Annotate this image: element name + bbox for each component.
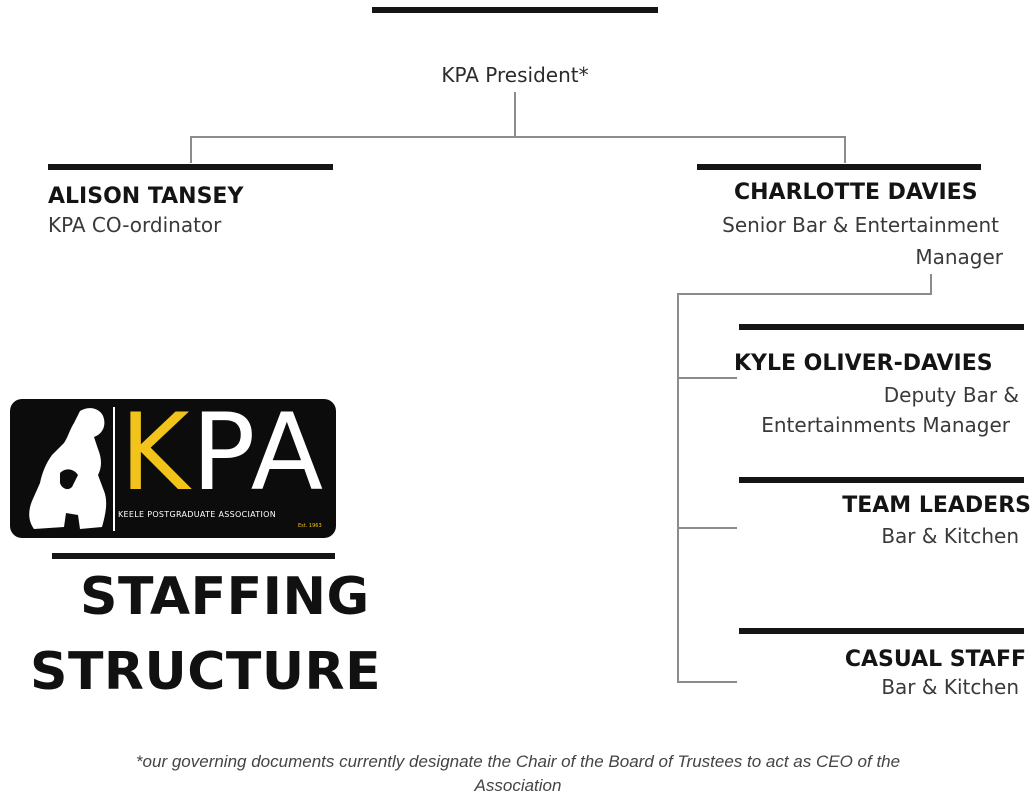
connector-left-down bbox=[190, 136, 192, 163]
right-node-role-line1: Senior Bar & Entertainment bbox=[722, 213, 999, 237]
connector-charlotte-down bbox=[930, 274, 932, 295]
left-node-name: ALISON TANSEY bbox=[48, 184, 244, 209]
right-node-name: CHARLOTTE DAVIES bbox=[734, 180, 978, 205]
connector-right-down bbox=[844, 136, 846, 163]
team-leaders-bar bbox=[739, 477, 1024, 483]
footnote-line2: Association bbox=[474, 776, 562, 795]
logo-letter-k: K bbox=[120, 399, 192, 514]
connector-sub-vertical bbox=[677, 293, 679, 683]
thinker-statue-icon bbox=[29, 408, 107, 529]
kyle-role-line1: Deputy Bar & bbox=[883, 383, 1019, 407]
kpa-logo: KPA KEELE POSTGRADUATE ASSOCIATION Est. … bbox=[10, 399, 336, 538]
connector-sub-horizontal bbox=[677, 293, 932, 295]
logo-tagline: KEELE POSTGRADUATE ASSOCIATION bbox=[118, 510, 277, 519]
heading-structure: STRUCTURE bbox=[30, 642, 382, 702]
connector-team-leaders bbox=[677, 527, 737, 529]
logo-letters-pa: PA bbox=[191, 399, 326, 514]
logo-letters: KPA bbox=[120, 399, 325, 513]
casual-staff-bar bbox=[739, 628, 1024, 634]
connector-casual-staff bbox=[677, 681, 737, 683]
heading-bar bbox=[52, 553, 335, 559]
right-node-role-line2: Manager bbox=[915, 245, 1003, 269]
footnote: *our governing documents currently desig… bbox=[0, 750, 1036, 798]
left-node-role: KPA CO-ordinator bbox=[48, 213, 222, 237]
footnote-line1: *our governing documents currently desig… bbox=[135, 752, 901, 771]
kyle-role-line2: Entertainments Manager bbox=[761, 413, 1010, 437]
connector-top-horizontal bbox=[190, 136, 846, 138]
logo-established: Est. 1963 bbox=[298, 523, 322, 529]
president-label: KPA President* bbox=[441, 63, 589, 87]
connector-kyle bbox=[677, 377, 737, 379]
casual-staff-name: CASUAL STAFF bbox=[844, 647, 1026, 672]
kyle-bar bbox=[739, 324, 1024, 330]
connector-president-down bbox=[514, 92, 516, 137]
kyle-name: KYLE OLIVER-DAVIES bbox=[734, 351, 993, 376]
top-bar bbox=[372, 7, 658, 13]
right-node-bar bbox=[697, 164, 981, 170]
left-node-bar bbox=[48, 164, 333, 170]
team-leaders-role: Bar & Kitchen bbox=[881, 524, 1019, 548]
logo-divider bbox=[113, 407, 115, 531]
heading-staffing: STAFFING bbox=[80, 567, 370, 627]
team-leaders-name: TEAM LEADERS bbox=[842, 493, 1031, 518]
casual-staff-role: Bar & Kitchen bbox=[881, 675, 1019, 699]
